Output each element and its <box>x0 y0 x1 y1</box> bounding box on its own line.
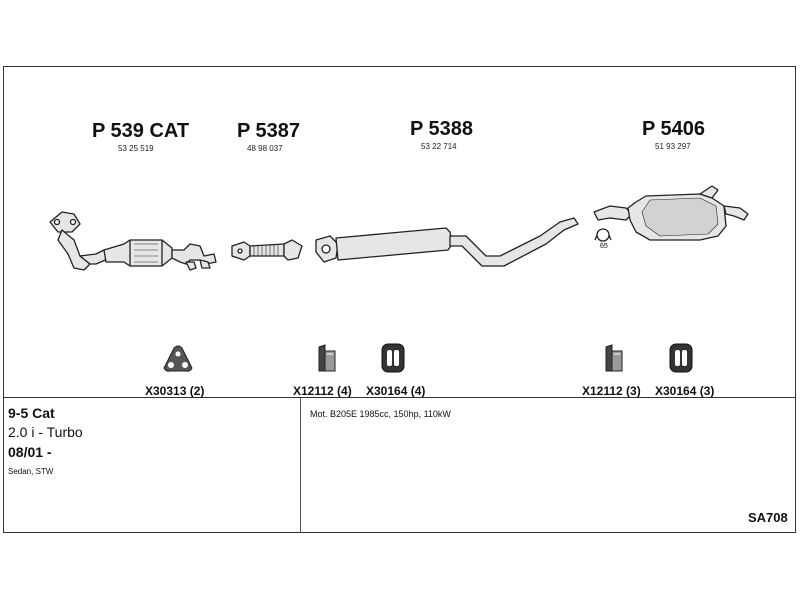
catalytic-converter <box>103 239 217 271</box>
kit-code-x30164: X30164 (4) <box>366 384 426 398</box>
vehicle-body: Sedan, STW <box>8 467 54 476</box>
part-oem-cat: 53 25 519 <box>118 144 154 153</box>
kit-x12112-rear-icon <box>605 344 623 372</box>
kit-code-x12112: X12112 (4) <box>293 384 352 398</box>
vehicle-date: 08/01 - <box>8 444 52 460</box>
part-oem-rear-silencer: 51 93 297 <box>655 142 691 151</box>
kit-code-x30164-rear: X30164 (3) <box>655 384 715 398</box>
kit-x30313-icon <box>163 345 193 372</box>
part-oem-front-pipe: 48 98 037 <box>247 144 283 153</box>
engine-spec: Mot. B205E 1985cc, 150hp, 110kW <box>310 409 451 419</box>
clamp-65 <box>594 228 612 242</box>
manifold-flange <box>49 211 111 271</box>
kit-code-x12112-rear: X12112 (3) <box>582 384 641 398</box>
part-oem-middle-silencer: 53 22 714 <box>421 142 457 151</box>
kit-code-x30313: X30313 (2) <box>145 384 205 398</box>
info-column-divider <box>300 398 301 533</box>
info-divider <box>3 397 796 398</box>
part-code-cat: P 539 CAT <box>92 120 190 142</box>
exhaust-diagram <box>49 185 749 271</box>
part-code-front-pipe: P 5387 <box>237 120 301 142</box>
diagram-frame <box>3 66 796 533</box>
vehicle-engine: 2.0 i - Turbo <box>8 424 83 440</box>
kit-x12112-icon <box>318 344 336 372</box>
rear-silencer <box>593 185 749 241</box>
flex-front-pipe <box>231 239 303 261</box>
diagram-ref: SA708 <box>748 510 788 525</box>
part-code-middle-silencer: P 5388 <box>410 118 474 140</box>
vehicle-model: 9-5 Cat <box>8 405 55 421</box>
kit-x30164-icon <box>381 343 405 373</box>
part-code-rear-silencer: P 5406 <box>642 118 706 140</box>
middle-silencer-pipe <box>315 217 579 267</box>
kit-x30164-rear-icon <box>669 343 693 373</box>
diameter-label: 65 <box>600 243 608 250</box>
